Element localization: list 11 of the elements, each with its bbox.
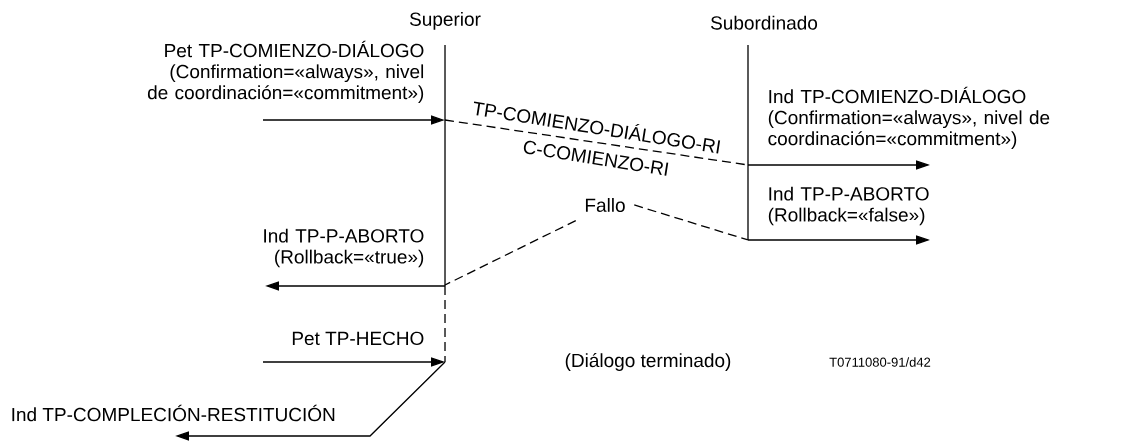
event-text: Fallo [585, 198, 625, 212]
dashed-line [633, 204, 749, 241]
edge-label: Ind TP-P-ABORTO (Rollback=«true») [264, 228, 424, 268]
text-label: T0711080-91/d42 [829, 357, 931, 367]
text-label: (Diálogo terminado) [565, 353, 731, 371]
edge-label: Ind TP-P-ABORTO (Rollback=«false») [768, 186, 929, 226]
edge-label: Pet TP-COMIENZO-DIÁLOGO (Confirmation=«always», nivel de coordinación=«commitment») [147, 40, 424, 104]
edge-label: Pet TP-HECHO [292, 331, 424, 346]
edge-label: Ind TP-COMPLECIÓN-RESTITUCIÓN [12, 404, 335, 422]
edge-label: Ind TP-COMIENZO-DIÁLOGO (Confirmation=«always», nivel de coordinación=«commitment») [768, 86, 1050, 150]
dashed-line [444, 219, 577, 286]
